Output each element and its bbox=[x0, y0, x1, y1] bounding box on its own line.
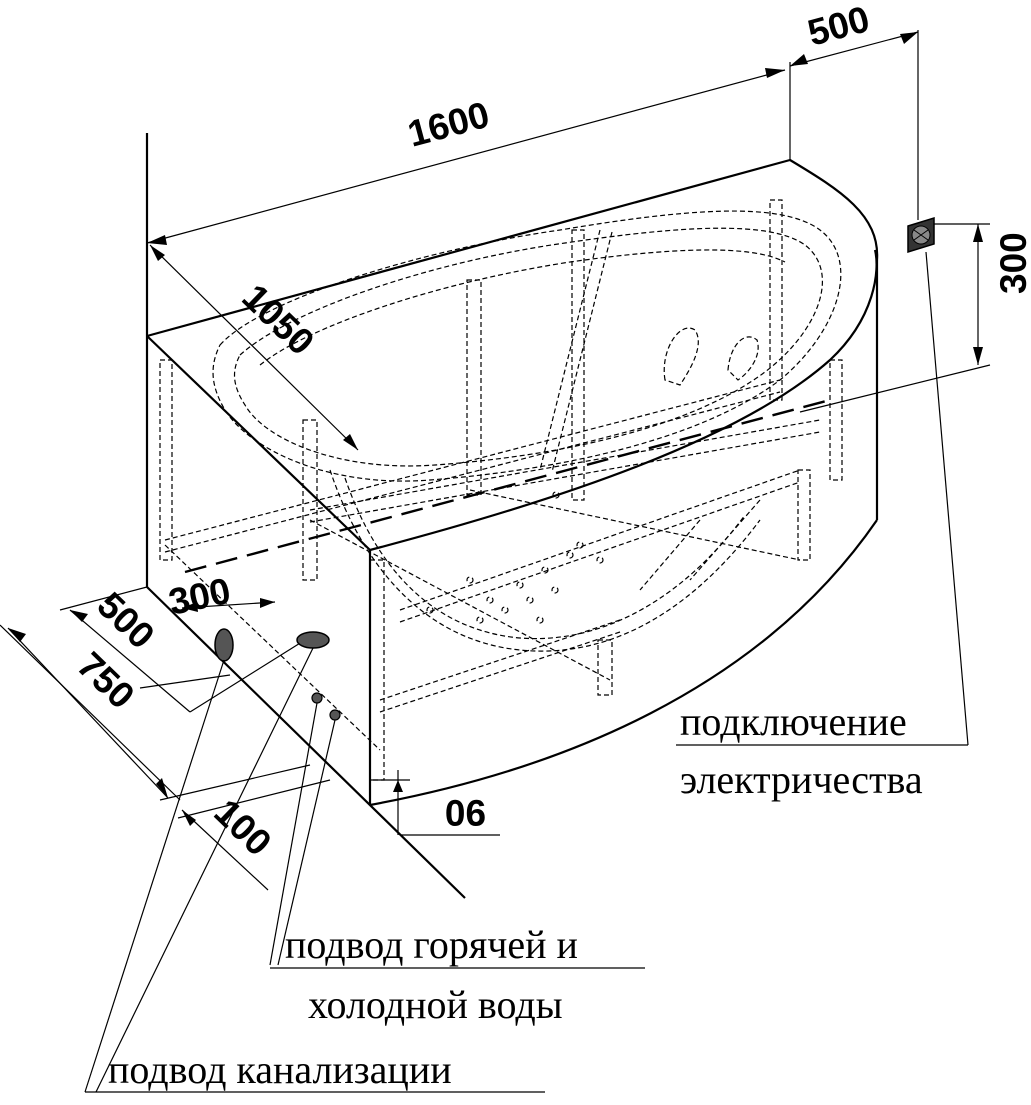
dimension-750-label: 750 bbox=[69, 644, 142, 716]
dimension-750: 750 bbox=[0, 624, 231, 801]
dimension-1600-label: 1600 bbox=[403, 94, 493, 155]
dimension-100: 100 bbox=[159, 764, 331, 891]
dimension-500-top-label: 500 bbox=[803, 0, 873, 54]
hidden-frame bbox=[159, 199, 843, 781]
jet-holes bbox=[426, 491, 604, 624]
dimension-1600: 1600 bbox=[146, 68, 786, 245]
electric-label-line2: электричества bbox=[680, 757, 923, 802]
dimension-300-left-label: 300 bbox=[165, 570, 234, 623]
dimension-90-label: 90 bbox=[445, 792, 486, 833]
water-label-line1: подвод горячей и bbox=[285, 922, 578, 967]
dimension-1050: 1050 bbox=[149, 244, 359, 451]
electric-label-line1: подключение bbox=[680, 699, 907, 744]
dimension-500-top: 500 bbox=[789, 0, 919, 220]
dimension-300-right: 300 bbox=[799, 223, 1031, 413]
dimension-100-label: 100 bbox=[206, 791, 279, 863]
dimension-1050-label: 1050 bbox=[234, 276, 322, 363]
bathtub-shell bbox=[146, 158, 879, 807]
water-label-line2: холодной воды bbox=[308, 982, 563, 1027]
sewer-leaders bbox=[84, 647, 545, 1093]
dimension-300-right-label: 300 bbox=[993, 232, 1031, 294]
dimension-90: 90 bbox=[370, 770, 500, 836]
water-leaders bbox=[269, 702, 645, 969]
cold-water-inlet-icon bbox=[329, 709, 341, 721]
sewer-label: подвод канализации bbox=[108, 1047, 452, 1092]
hot-water-inlet-icon bbox=[311, 692, 323, 704]
sewer-outlets bbox=[214, 628, 330, 662]
electric-leader bbox=[676, 251, 969, 746]
sewer-outlet-2-icon bbox=[296, 631, 330, 649]
sewer-outlet-1-icon bbox=[214, 628, 234, 662]
dimension-300-left: 300 bbox=[165, 570, 276, 623]
electric-outlet-icon bbox=[907, 216, 935, 254]
